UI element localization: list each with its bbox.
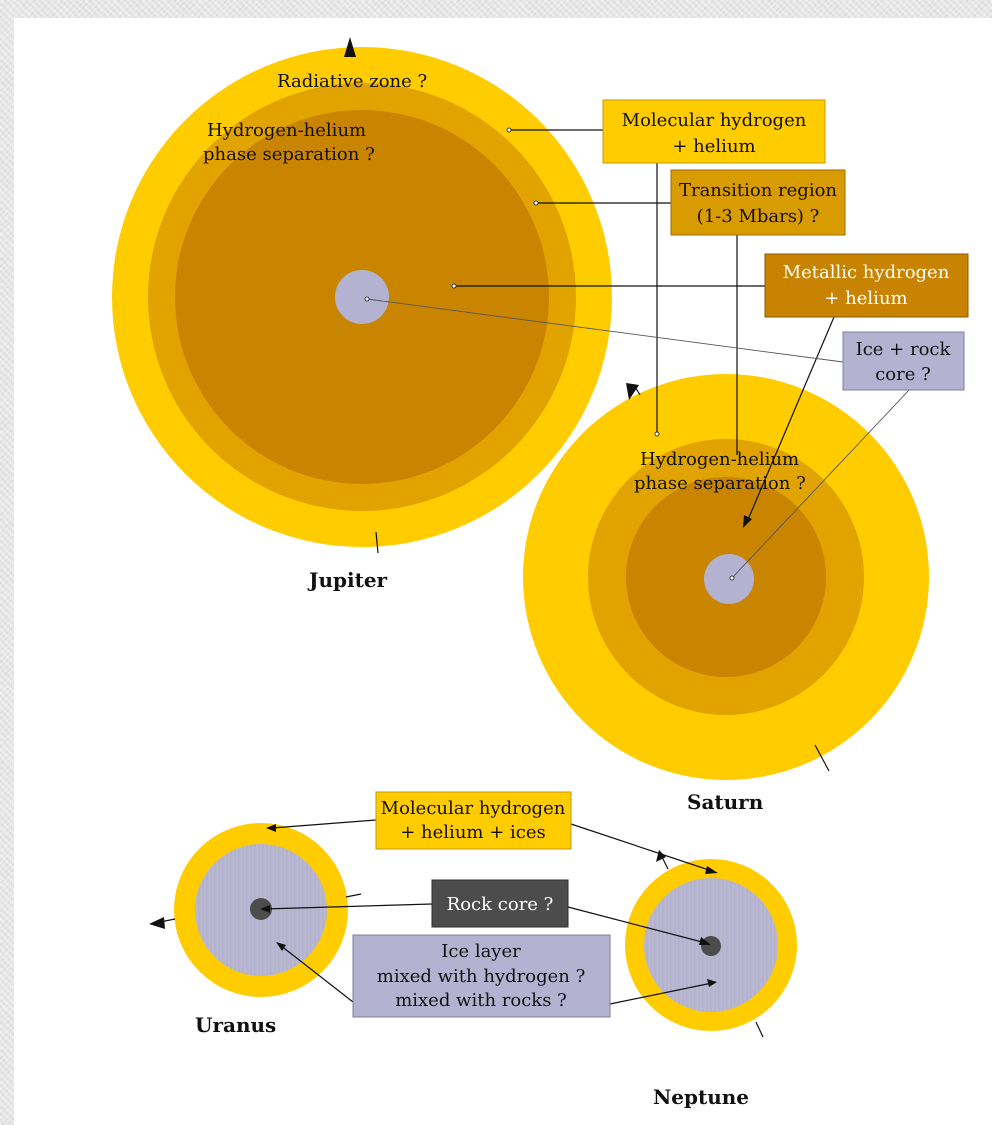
saturn-phase-separation-label-line2: phase separation ? <box>634 473 806 494</box>
saturn-phase-separation-label-line1: Hydrogen-helium <box>640 449 799 470</box>
connector-molecular-ices-uranus <box>271 819 377 829</box>
label-box-molecular-ices: Molecular hydrogen + helium + ices <box>375 791 572 850</box>
label-box-molecular-line2: + helium <box>672 136 755 157</box>
connector-arrow-icon <box>266 824 276 832</box>
connector-ice-layer-neptune <box>609 982 713 1005</box>
uranus-rotation-axis-right <box>345 893 362 898</box>
connector-dot <box>364 296 370 302</box>
jupiter: Radiative zone ? Hydrogen-helium phase s… <box>112 37 612 592</box>
uranus-name: Uranus <box>195 1013 276 1037</box>
jupiter-name: Jupiter <box>307 568 388 592</box>
label-box-ice-layer-line2: mixed with hydrogen ? <box>377 966 585 987</box>
label-box-rock-core-bg <box>431 879 569 928</box>
neptune-rock-core <box>701 936 721 956</box>
connector-molecular-ices-neptune <box>570 823 713 872</box>
connector-arrow-icon <box>705 866 718 874</box>
label-box-molecular-ices-bg <box>375 791 572 850</box>
neptune-axis-arrow-icon <box>656 850 666 862</box>
connector-rock-core-neptune <box>567 906 707 944</box>
saturn-core <box>704 554 754 604</box>
connectors-ice-giants <box>260 819 718 1005</box>
neptune-rotation-axis <box>661 856 669 870</box>
connector-rock-core-uranus <box>263 903 433 910</box>
label-box-ice-rock-line1: Ice + rock <box>856 339 952 360</box>
label-box-transition-bg <box>670 169 846 236</box>
label-box-metallic-line2: + helium <box>824 288 907 309</box>
label-box-molecular: Molecular hydrogen + helium <box>602 99 826 164</box>
jupiter-axis-arrow-icon <box>344 37 356 57</box>
label-box-ice-layer-bg <box>352 934 611 1018</box>
label-box-molecular-ices-line2: + helium + ices <box>400 822 545 843</box>
neptune: Neptune <box>625 850 797 1109</box>
saturn-rotation-axis-bottom <box>814 744 830 772</box>
connector-dot <box>533 200 539 206</box>
saturn-axis-arrow-icon <box>626 383 639 400</box>
connector-arrow-icon <box>707 979 717 987</box>
neptune-rotation-axis-bottom <box>755 1021 764 1038</box>
connector-arrow-icon <box>276 942 286 951</box>
label-box-molecular-bg <box>602 99 826 164</box>
connector-arrow-icon <box>699 937 711 945</box>
label-box-rock-core: Rock core ? <box>431 879 569 928</box>
label-box-ice-layer-line3: mixed with rocks ? <box>395 990 567 1011</box>
label-box-metallic: Metallic hydrogen + helium <box>764 253 969 318</box>
connectors-gas-giants <box>364 127 911 581</box>
jupiter-phase-separation-label-line2: phase separation ? <box>203 144 375 165</box>
saturn-name: Saturn <box>687 790 764 814</box>
connector-dot <box>654 431 660 437</box>
label-box-ice-rock-core-bg <box>842 331 965 391</box>
label-box-metallic-bg <box>764 253 969 318</box>
label-box-transition: Transition region (1-3 Mbars) ? <box>670 169 846 236</box>
connector-dot <box>729 575 735 581</box>
label-box-ice-layer-line1: Ice layer <box>441 941 521 962</box>
uranus-axis-arrow-icon <box>149 917 165 929</box>
connector-arrow-icon <box>260 905 270 913</box>
uranus: Uranus <box>149 823 362 1037</box>
label-box-transition-line2: (1-3 Mbars) ? <box>697 206 820 227</box>
saturn: Hydrogen-helium phase separation ? Satur… <box>523 374 929 814</box>
connector-ice-layer-uranus <box>279 944 354 1003</box>
label-box-molecular-ices-line1: Molecular hydrogen <box>381 798 566 819</box>
connector-dot <box>506 127 512 133</box>
jupiter-radiative-zone-label: Radiative zone ? <box>277 71 427 92</box>
jupiter-phase-separation-label-line1: Hydrogen-helium <box>207 120 366 141</box>
connector-arrow-icon <box>743 515 752 528</box>
jupiter-core <box>335 270 389 324</box>
label-box-transition-line1: Transition region <box>679 180 837 201</box>
connector-metallic-saturn <box>746 316 835 523</box>
label-box-rock-core-text: Rock core ? <box>447 894 554 915</box>
label-box-ice-rock-core: Ice + rock core ? <box>842 331 965 391</box>
neptune-name: Neptune <box>653 1085 749 1109</box>
connector-ice-rock-saturn <box>731 388 911 579</box>
connector-dot <box>451 283 457 289</box>
connector-ice-rock-jupiter <box>366 298 844 363</box>
label-box-ice-rock-line2: core ? <box>875 364 931 385</box>
label-box-ice-layer: Ice layer mixed with hydrogen ? mixed wi… <box>352 934 611 1018</box>
label-box-molecular-line1: Molecular hydrogen <box>622 110 807 131</box>
jupiter-rotation-axis-bottom <box>375 531 379 554</box>
label-box-metallic-line1: Metallic hydrogen <box>783 262 950 283</box>
